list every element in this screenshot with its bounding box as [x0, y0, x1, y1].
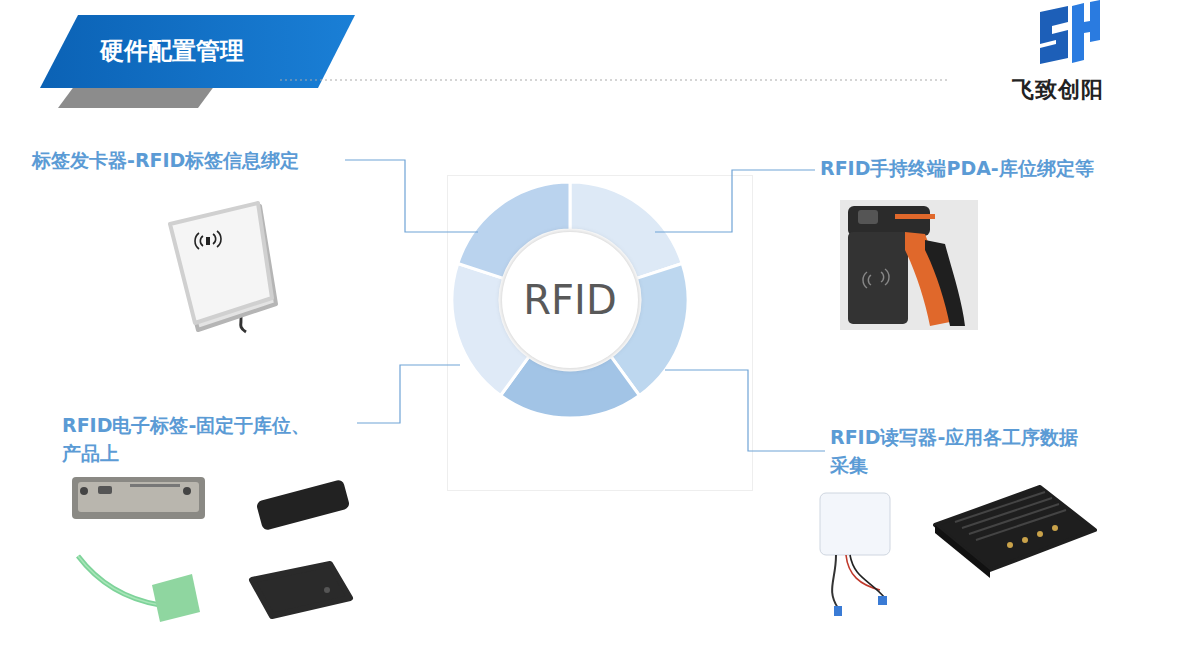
logo-icon [1040, 0, 1100, 64]
title-banner [40, 15, 355, 88]
reader-photos [820, 487, 1095, 616]
callout-text: RFID读写器-应用各工序数据 采集 [830, 423, 1120, 479]
card-issuer-photo [170, 203, 276, 332]
tag-photos [72, 477, 350, 622]
logo-text: 飞致创阳 [1012, 76, 1104, 104]
dotted-rule [280, 80, 950, 81]
leader-line [655, 170, 815, 232]
center-circle: RFID [502, 232, 638, 368]
ring [452, 182, 688, 418]
leader-line [665, 370, 825, 451]
leader-line [345, 160, 478, 232]
title-text: 硬件配置管理 [100, 36, 244, 66]
banner-shadow [58, 85, 215, 108]
callout-text: RFID手持终端PDA-库位绑定等 [820, 154, 1094, 182]
callout-text: 标签发卡器-RFID标签信息绑定 [32, 146, 299, 174]
callout-text: RFID电子标签-固定于库位、 产品上 [62, 411, 352, 467]
pda-photo [840, 200, 978, 330]
center-label: RFID [523, 277, 616, 323]
ring-panel [448, 176, 753, 491]
leader-line [357, 365, 460, 423]
